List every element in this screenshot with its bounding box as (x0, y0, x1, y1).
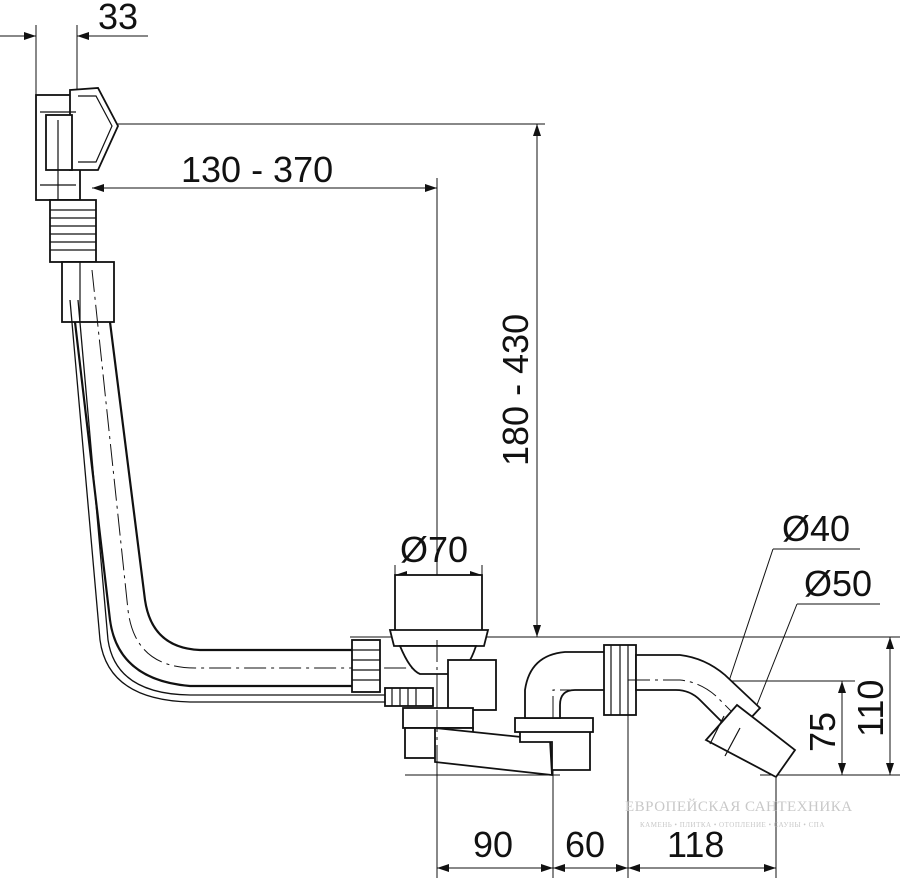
dim-outlet-length: 118 (667, 824, 724, 865)
dim-overflow-height: 180 - 430 (495, 314, 536, 466)
dim-total-height: 110 (850, 680, 891, 737)
dim-outlet-diameter-large: Ø50 (804, 563, 872, 604)
overflow-flex-connector (49, 199, 115, 323)
dim-trap-spacing: 60 (565, 824, 605, 865)
trap-assembly (514, 644, 797, 779)
dim-overflow-offset: 33 (98, 0, 138, 37)
overflow-head (35, 87, 120, 201)
watermark-subtitle: КАМЕНЬ • ПЛИТКА • ОТОПЛЕНИЕ • САУНЫ • СП… (640, 821, 825, 829)
dim-drain-to-trap: 90 (473, 824, 513, 865)
dim-drain-diameter: Ø70 (400, 529, 468, 570)
dim-outlet-height: 75 (802, 712, 843, 752)
drain-assembly (351, 574, 553, 780)
dim-overflow-reach: 130 - 370 (181, 149, 333, 190)
watermark-title: ЕВРОПЕЙСКАЯ САНТЕХНИКА (625, 798, 853, 815)
overflow-pipe (69, 269, 470, 703)
dim-outlet-diameter-small: Ø40 (782, 508, 850, 549)
